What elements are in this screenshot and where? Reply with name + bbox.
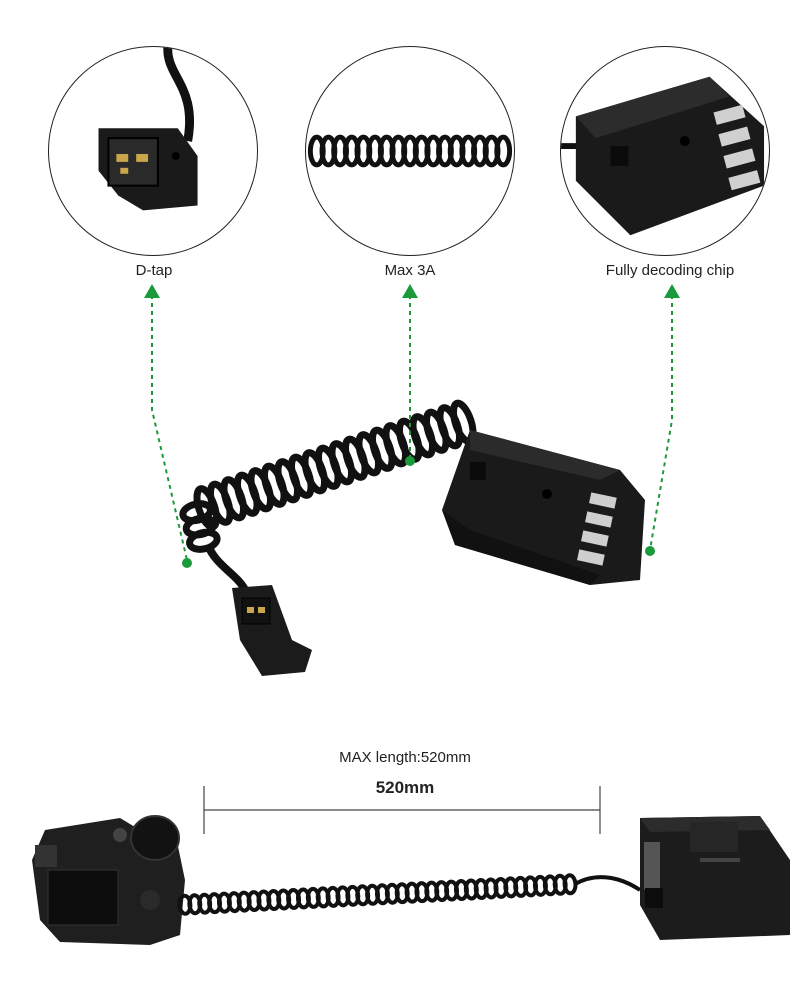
coiled-cable-icon bbox=[307, 134, 513, 168]
dummy-battery-icon bbox=[561, 76, 765, 236]
coiled-cable-bottom bbox=[177, 873, 578, 916]
max-length-title: MAX length:520mm bbox=[339, 749, 471, 766]
feature-label-d-tap: D-tap bbox=[135, 262, 173, 279]
d-tap-connector-icon bbox=[98, 47, 198, 211]
d-tap-plug bbox=[204, 543, 312, 676]
coiled-cable-detail-circle bbox=[305, 46, 515, 256]
d-tap-detail-circle bbox=[48, 46, 258, 256]
v-mount-battery bbox=[640, 816, 790, 940]
camera bbox=[32, 815, 185, 945]
leader-markers bbox=[144, 284, 680, 568]
feature-label-max-current: Max 3A bbox=[384, 262, 436, 279]
leader-lines bbox=[151, 295, 673, 561]
coiled-cable-main bbox=[179, 399, 477, 553]
dimension-line bbox=[203, 786, 601, 834]
chip-detail-circle bbox=[560, 46, 770, 256]
length-value: 520mm bbox=[375, 778, 435, 797]
feature-label-decoding-chip: Fully decoding chip bbox=[605, 262, 735, 279]
dummy-battery bbox=[442, 430, 645, 585]
